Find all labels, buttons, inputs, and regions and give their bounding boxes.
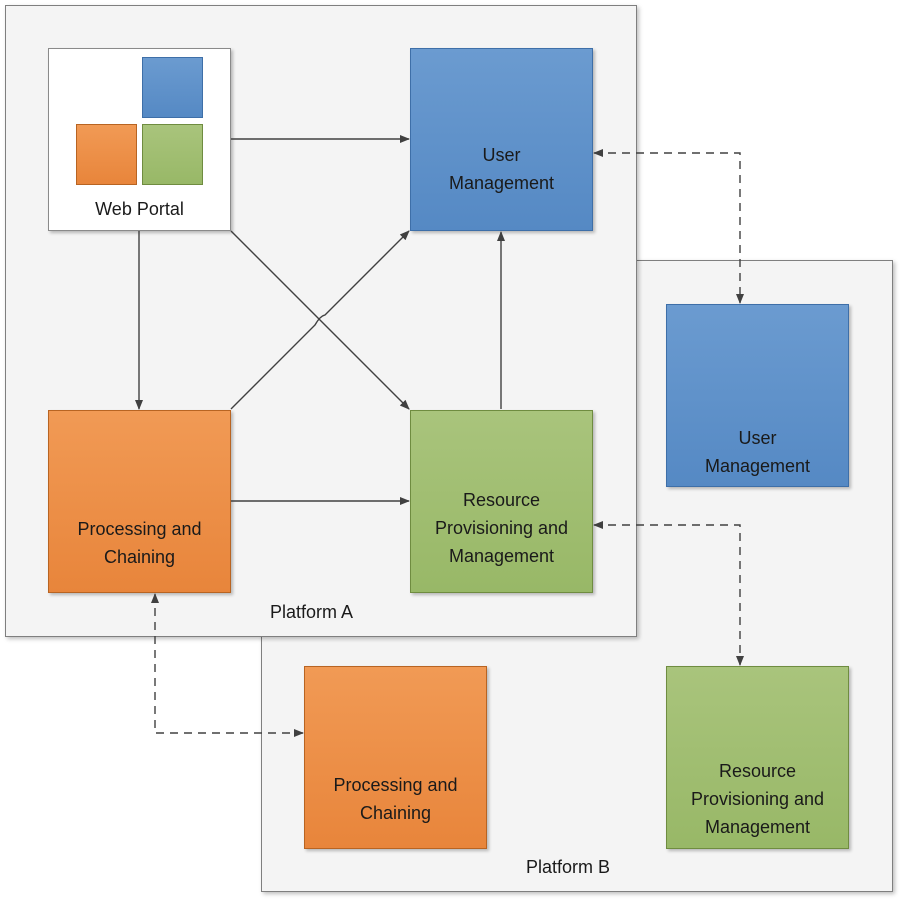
portal-green-tile-icon [142, 124, 203, 185]
dashed-processing-link [151, 593, 304, 737]
a-processing-box[interactable]: Processing and Chaining [48, 410, 231, 593]
b-resource-box[interactable]: Resource Provisioning and Management [666, 666, 849, 849]
dashed-resource-link [593, 521, 744, 666]
portal-orange-tile-icon [76, 124, 137, 185]
b-processing-label: Processing and Chaining [333, 774, 458, 823]
a-processing-label: Processing and Chaining [77, 518, 202, 567]
b-user-management-box[interactable]: User Management [666, 304, 849, 487]
a-resource-label: Resource Provisioning and Management [434, 489, 569, 566]
b-processing-box[interactable]: Processing and Chaining [304, 666, 487, 849]
web-portal-box[interactable]: Web Portal [48, 48, 231, 231]
a-user-management-label: User Management [448, 144, 555, 193]
b-resource-label: Resource Provisioning and Management [690, 760, 825, 837]
platform-b-label: Platform B [526, 857, 611, 877]
dashed-user-mgmt-link [593, 149, 744, 304]
portal-blue-tile-icon [142, 57, 203, 118]
a-user-management-box[interactable]: User Management [410, 48, 593, 231]
web-portal-label: Web Portal [95, 199, 184, 219]
a-resource-box[interactable]: Resource Provisioning and Management [410, 410, 593, 593]
b-user-management-label: User Management [704, 427, 811, 476]
arrow-processing-to-user-mgmt [230, 230, 410, 410]
arrow-portal-to-resource [230, 230, 410, 410]
